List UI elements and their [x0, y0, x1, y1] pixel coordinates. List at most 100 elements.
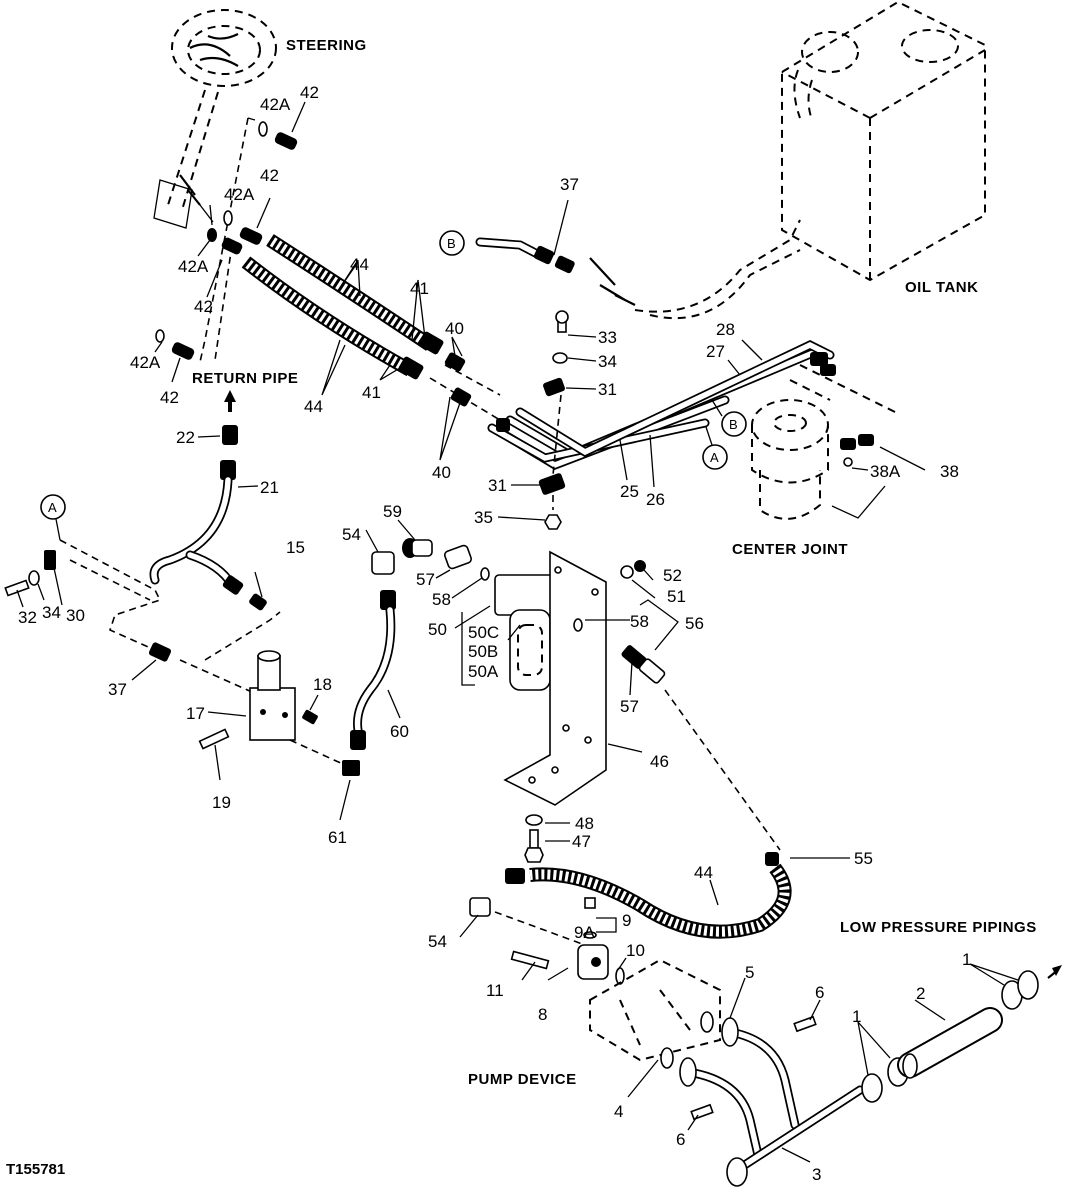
callout-42a: 42A	[224, 185, 255, 204]
callout-44: 44	[694, 863, 713, 882]
callout-37: 37	[108, 680, 127, 699]
fitting-42-top	[258, 121, 298, 150]
callout-30: 30	[66, 606, 85, 625]
callout-25: 25	[620, 482, 639, 501]
callout-59: 59	[383, 502, 402, 521]
callout-50: 50	[428, 620, 447, 639]
callout-42: 42	[260, 166, 279, 185]
callout-26: 26	[646, 490, 665, 509]
callout-60: 60	[390, 722, 409, 741]
figure-id: T155781	[6, 1161, 65, 1178]
callout-32: 32	[18, 608, 37, 627]
label-center-joint: CENTER JOINT	[732, 541, 848, 558]
connector-b-top: B	[439, 230, 465, 256]
callout-61: 61	[328, 828, 347, 847]
connector-a-right: A	[702, 426, 728, 470]
callout-44: 44	[304, 397, 323, 416]
callout-33: 33	[598, 328, 617, 347]
svg-text:A: A	[710, 450, 719, 465]
callout-3: 3	[812, 1165, 821, 1184]
callout-48: 48	[575, 814, 594, 833]
callout-2: 2	[916, 984, 925, 1003]
callout-21: 21	[260, 478, 279, 497]
callout-58: 58	[432, 590, 451, 609]
callout-6: 6	[815, 983, 824, 1002]
guide-line	[214, 244, 233, 361]
svg-text:A: A	[48, 500, 57, 515]
pump-device-assembly	[510, 897, 721, 1069]
fitting-42-bottom	[155, 329, 195, 360]
callout-labels: 42 42A 42 42A 42A 42 42A 42 44 44 41 41 …	[18, 83, 971, 1184]
callout-52: 52	[663, 566, 682, 585]
callout-56: 56	[685, 614, 704, 633]
fitting-42-mid	[207, 210, 263, 255]
callout-42: 42	[194, 297, 213, 316]
callout-41: 41	[362, 383, 381, 402]
callout-58: 58	[630, 612, 649, 631]
callout-50b: 50B	[468, 642, 498, 661]
callout-11: 11	[486, 981, 504, 1000]
svg-text:B: B	[729, 417, 738, 432]
callout-42: 42	[160, 388, 179, 407]
label-return-pipe: RETURN PIPE	[192, 370, 298, 387]
callout-50c: 50C	[468, 623, 499, 642]
steel-pipes-25-28	[487, 339, 836, 470]
callout-34: 34	[598, 352, 617, 371]
callout-50a: 50A	[468, 662, 499, 681]
callout-28: 28	[716, 320, 735, 339]
callout-10: 10	[626, 941, 645, 960]
callout-41: 41	[410, 279, 429, 298]
clamp-assembly-31-35	[538, 310, 569, 530]
callout-42a: 42A	[130, 353, 161, 372]
callout-18: 18	[313, 675, 332, 694]
return-line-37	[475, 219, 801, 320]
guide-line	[429, 364, 501, 421]
callout-47: 47	[572, 832, 591, 851]
callout-6: 6	[676, 1130, 685, 1149]
label-oil-tank: OIL TANK	[905, 279, 978, 296]
callout-42: 42	[300, 83, 319, 102]
connector-b-right: B	[711, 399, 747, 437]
connector-a-left: A	[40, 494, 66, 541]
callout-17: 17	[186, 704, 205, 723]
callout-22: 22	[176, 428, 195, 447]
svg-text:B: B	[447, 236, 456, 251]
callout-15: 15	[286, 538, 305, 557]
fittings-51-58	[573, 560, 781, 851]
bracket-30-assembly	[4, 539, 162, 651]
callout-40: 40	[445, 319, 464, 338]
callout-37: 37	[560, 175, 579, 194]
valve-17-assembly	[148, 611, 360, 776]
callout-57: 57	[620, 697, 639, 716]
callout-42a: 42A	[260, 95, 291, 114]
label-steering: STEERING	[286, 37, 367, 54]
callout-35: 35	[474, 508, 493, 527]
callout-54: 54	[428, 932, 447, 951]
callout-31: 31	[488, 476, 507, 495]
callout-46: 46	[650, 752, 669, 771]
callout-38a: 38A	[870, 462, 901, 481]
hose-44-pair	[241, 234, 444, 380]
hose-60-assembly	[350, 538, 433, 750]
oil-tank-outline	[781, 0, 986, 282]
callout-27: 27	[706, 342, 725, 361]
callout-42a: 42A	[178, 257, 209, 276]
callout-9a: 9A	[574, 923, 595, 942]
fitting-40-pair	[444, 352, 472, 407]
callout-4: 4	[614, 1102, 623, 1121]
callout-34: 34	[42, 603, 61, 622]
callout-1: 1	[962, 950, 971, 969]
low-pressure-pipings	[679, 965, 1062, 1187]
hose-44-lower	[469, 852, 792, 946]
callout-19: 19	[212, 793, 231, 812]
callout-9: 9	[622, 911, 631, 930]
callout-44: 44	[350, 255, 369, 274]
callout-55: 55	[854, 849, 873, 868]
callout-38: 38	[940, 462, 959, 481]
guide-line	[199, 117, 249, 363]
center-joint-outline	[751, 364, 896, 520]
return-pipe-assembly	[149, 390, 267, 611]
callout-8: 8	[538, 1005, 547, 1024]
